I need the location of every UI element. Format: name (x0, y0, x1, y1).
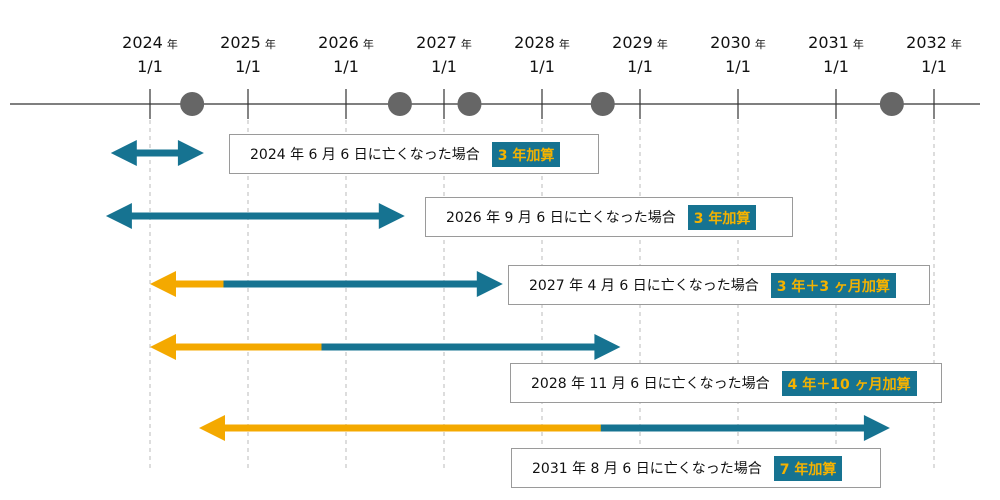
arrow-head-left (110, 140, 137, 166)
scenario-badge: 3 年加算 (491, 141, 561, 167)
scenario-caption-text: 2027 年 4 月 6 日に亡くなった場合 (529, 278, 759, 294)
arrow-head-left (199, 415, 225, 441)
arrow-shaft-base (321, 343, 596, 351)
arrow-shaft-base (135, 149, 179, 157)
year-date-label: 1/1 (333, 57, 359, 76)
arrow-head-left (150, 334, 176, 360)
year-date-label: 1/1 (137, 57, 163, 76)
arrow-head-right (594, 334, 621, 360)
death-date-dot (879, 92, 904, 116)
arrow-head-right (476, 271, 503, 297)
year-date-label: 1/1 (431, 57, 457, 76)
arrow-head-right (378, 203, 405, 229)
arrow-shaft-base (130, 212, 380, 220)
scenario-badge: 4 年＋10 ヶ月加算 (781, 370, 917, 396)
scenario-caption-text: 2028 年 11 月 6 日に亡くなった場合 (531, 376, 770, 392)
arrow-shaft-extension (175, 280, 225, 288)
scenario-badge: 3 年＋3 ヶ月加算 (770, 272, 896, 298)
scenario-caption-text: 2031 年 8 月 6 日に亡くなった場合 (532, 461, 762, 477)
death-date-dot (180, 92, 205, 116)
arrow-shaft-base (600, 424, 865, 432)
year-date-label: 1/1 (725, 57, 751, 76)
death-date-dot (457, 92, 482, 116)
scenario-caption-text: 2024 年 6 月 6 日に亡くなった場合 (250, 147, 480, 163)
scenario-badge: 3 年加算 (687, 204, 757, 230)
arrow-head-left (150, 271, 176, 297)
scenario-caption-text: 2026 年 9 月 6 日に亡くなった場合 (446, 210, 676, 226)
death-date-dot (590, 92, 615, 116)
scenario-caption-1: 2024 年 6 月 6 日に亡くなった場合 3 年加算 (229, 134, 599, 174)
death-date-dot (387, 92, 412, 116)
arrow-head-right (863, 415, 890, 441)
scenario-caption-2: 2026 年 9 月 6 日に亡くなった場合 3 年加算 (425, 197, 793, 237)
arrow-shaft-extension (224, 424, 602, 432)
arrow-head-right (177, 140, 204, 166)
scenario-caption-5: 2031 年 8 月 6 日に亡くなった場合 7 年加算 (511, 448, 881, 488)
year-date-label: 1/1 (627, 57, 653, 76)
arrow-head-left (105, 203, 132, 229)
arrow-shaft-base (223, 280, 478, 288)
scenario-badge: 7 年加算 (773, 455, 843, 481)
year-date-label: 1/1 (235, 57, 261, 76)
year-date-label: 1/1 (529, 57, 555, 76)
year-date-label: 1/1 (823, 57, 849, 76)
scenario-caption-3: 2027 年 4 月 6 日に亡くなった場合 3 年＋3 ヶ月加算 (508, 265, 930, 305)
arrow-shaft-extension (175, 343, 323, 351)
scenario-caption-4: 2028 年 11 月 6 日に亡くなった場合 4 年＋10 ヶ月加算 (510, 363, 942, 403)
year-date-label: 1/1 (921, 57, 947, 76)
